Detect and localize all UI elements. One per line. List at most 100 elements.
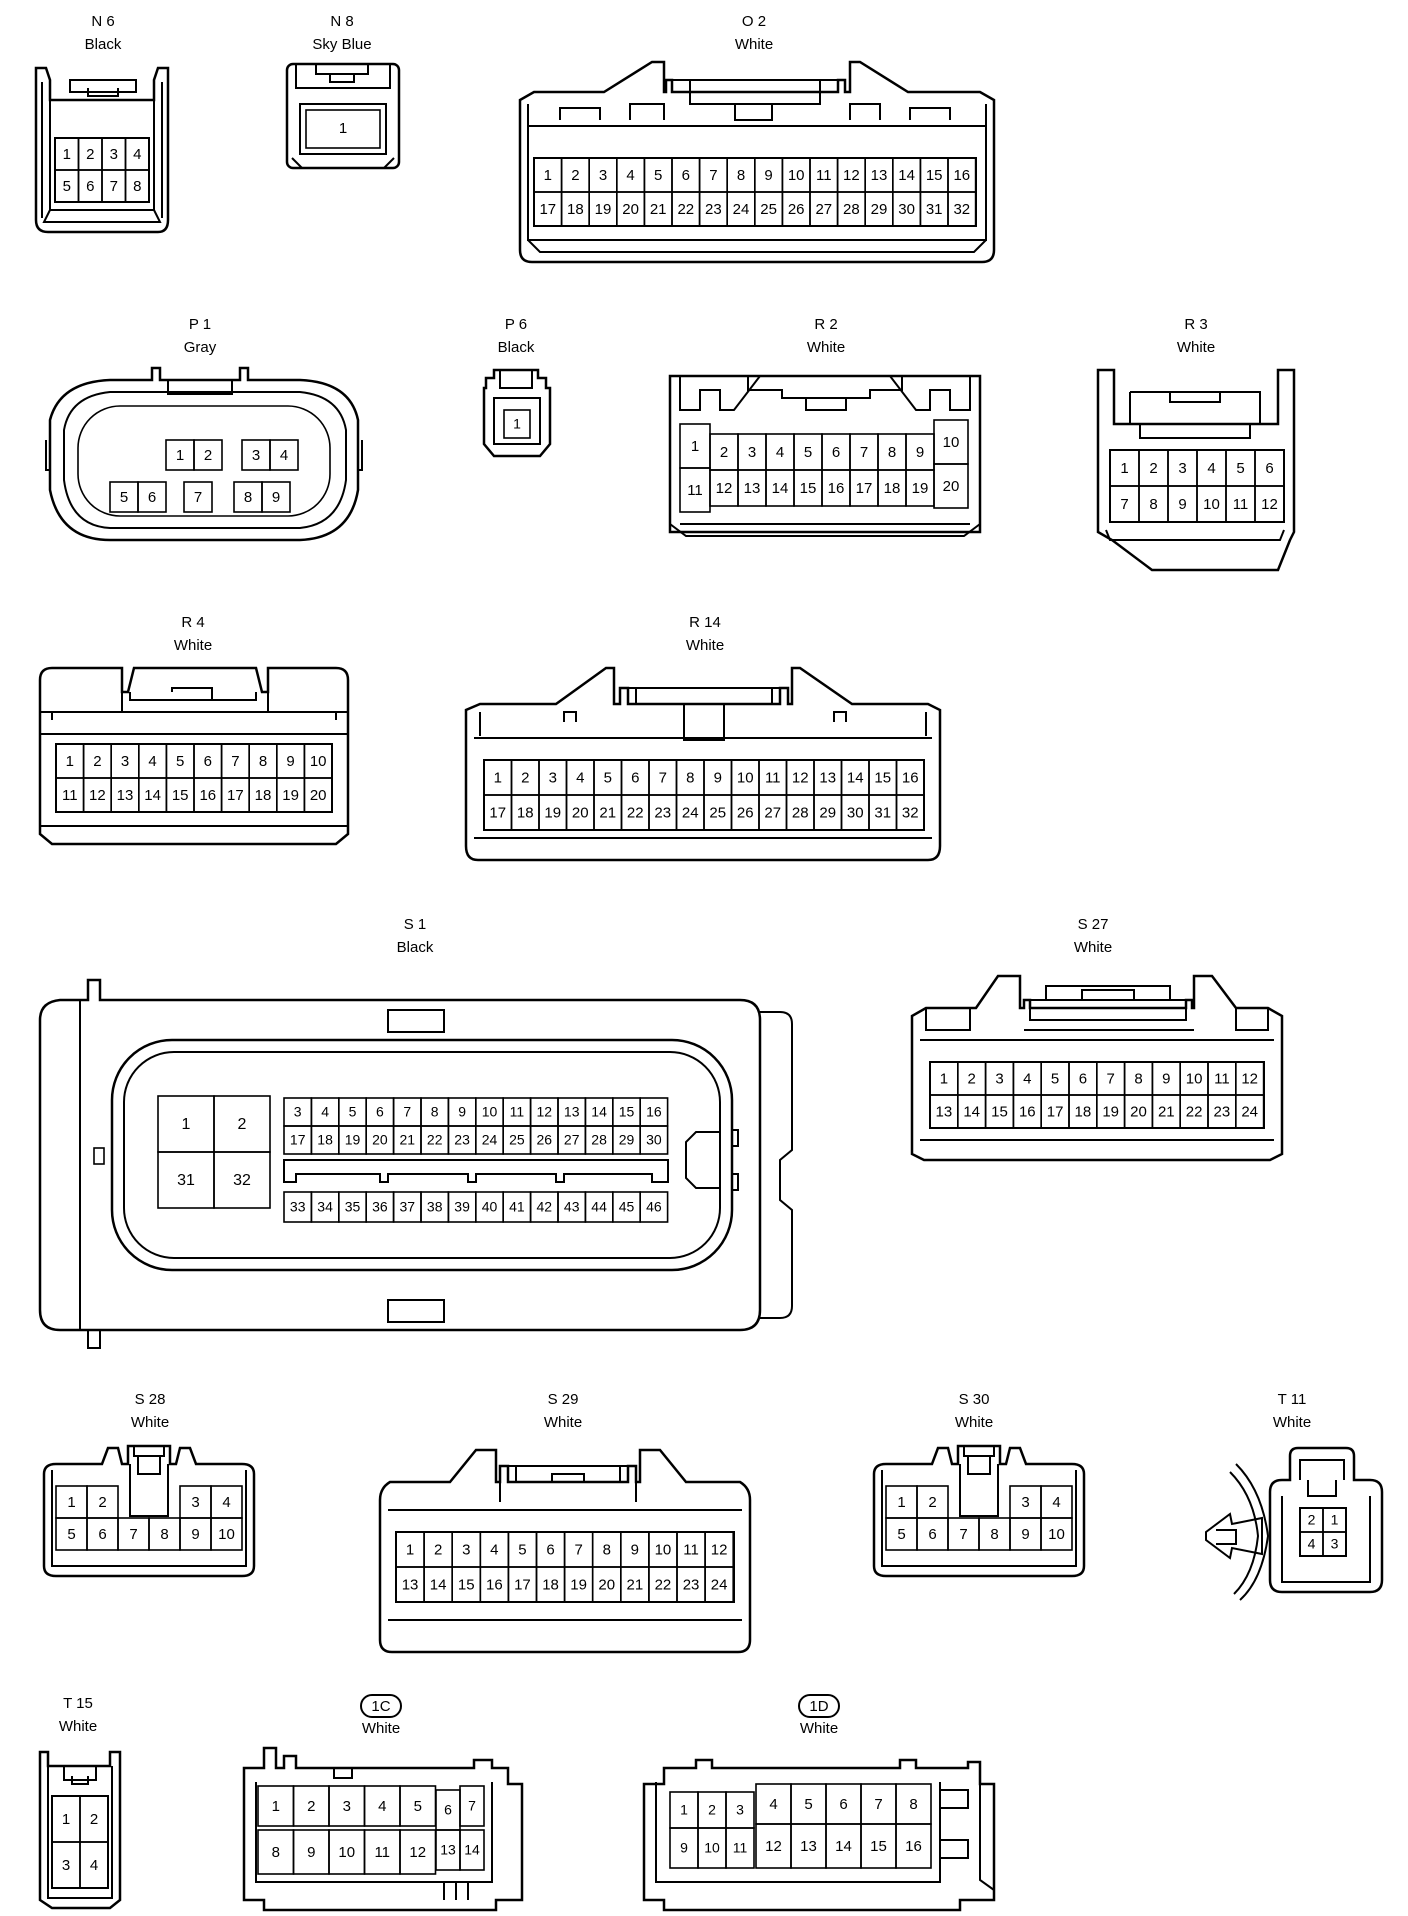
pin-cell: 18: [535, 1566, 566, 1603]
pin-cell: 23: [676, 1566, 706, 1603]
pin-number: 21: [1158, 1103, 1175, 1120]
pin-cell: 7: [648, 759, 678, 796]
pin-number: 45: [619, 1199, 635, 1215]
pin-number: 12: [1241, 1070, 1258, 1087]
connector-code: N 8: [330, 13, 353, 30]
pin-number: 42: [537, 1199, 553, 1215]
pin-cell: 6: [671, 157, 701, 193]
pin-number: 4: [133, 146, 141, 163]
pin-cell: 5: [1040, 1061, 1070, 1096]
pin-number: 17: [290, 1132, 306, 1148]
pin-number: 17: [514, 1576, 531, 1593]
pin-number: 4: [148, 753, 156, 770]
pin-number: 7: [709, 167, 717, 184]
connector-code: 1D: [809, 1698, 828, 1715]
pin-number: 7: [860, 444, 868, 461]
pin-number: 14: [963, 1103, 980, 1120]
pin-number: 40: [482, 1199, 498, 1215]
pin-number: 8: [888, 444, 896, 461]
pin-number: 27: [764, 804, 781, 821]
pin-cell: 3: [1322, 1531, 1347, 1557]
pin-number: 5: [1051, 1070, 1059, 1087]
pin-number: 6: [546, 1541, 554, 1558]
pin-cell: 8: [877, 433, 907, 471]
pin-number: 24: [1241, 1103, 1258, 1120]
pin-cell: 2: [560, 157, 590, 193]
pin-number: 2: [968, 1070, 976, 1087]
pin-cell: 5: [55, 1517, 88, 1551]
pin-number: 3: [1021, 1494, 1029, 1511]
pin-cell: 10: [730, 759, 760, 796]
pin-number: 14: [430, 1576, 447, 1593]
pin-cell: 2: [82, 743, 112, 779]
pin-cell: 3: [110, 743, 140, 779]
pin-cell: 4: [1299, 1531, 1324, 1557]
pin-number: 10: [655, 1541, 672, 1558]
pin-number: 19: [544, 804, 561, 821]
pin-number: 27: [564, 1132, 580, 1148]
pin-number: 8: [603, 1541, 611, 1558]
pin-cell: 2: [916, 1485, 949, 1519]
pin-number: 2: [204, 447, 212, 464]
pin-number: 8: [272, 1844, 280, 1861]
pin-cell: 18: [1068, 1094, 1098, 1129]
connector-color: White: [131, 1414, 169, 1431]
pin-number: 22: [677, 201, 694, 218]
pin-number: 4: [626, 167, 634, 184]
pin-cell: 26: [529, 1125, 559, 1155]
pin-cell: 5: [1225, 449, 1256, 487]
pin-number: 9: [307, 1844, 315, 1861]
pin-cell: 24: [474, 1125, 504, 1155]
pin-cell: 19: [588, 191, 618, 227]
pin-number: 24: [482, 1132, 498, 1148]
pin-number: 12: [89, 787, 106, 804]
pin-number: 23: [654, 804, 671, 821]
pin-number: 8: [990, 1526, 998, 1543]
pin-cell: 3: [283, 1097, 313, 1127]
pin-number: 7: [231, 753, 239, 770]
pin-number: 3: [748, 444, 756, 461]
pin-cell: 7: [849, 433, 879, 471]
pin-number: 16: [902, 769, 919, 786]
pin-cell: 7: [947, 1517, 980, 1551]
pin-cell: 4: [1196, 449, 1227, 487]
pin-number: 1: [62, 1811, 70, 1828]
pin-cell: 30: [840, 794, 870, 831]
pin-cell: 8: [591, 1531, 622, 1568]
connector-color: White: [1177, 339, 1215, 356]
pin-number: 31: [874, 804, 891, 821]
connector-code: 1C: [371, 1698, 390, 1715]
pin-number: 10: [338, 1844, 355, 1861]
pin-cell: 1: [533, 157, 563, 193]
pin-number: 5: [176, 753, 184, 770]
connector-color: Black: [397, 939, 434, 956]
pin-cell: 17: [507, 1566, 538, 1603]
pin-number: 30: [847, 804, 864, 821]
pin-number: 6: [98, 1526, 106, 1543]
pin-number: 22: [655, 1576, 672, 1593]
pin-number: 6: [204, 753, 212, 770]
pin-number: 20: [1130, 1103, 1147, 1120]
pin-cell: 2: [1299, 1507, 1324, 1533]
pin-number: 4: [1308, 1536, 1316, 1552]
pin-cell: 13: [395, 1566, 425, 1603]
pin-number: 32: [233, 1172, 251, 1189]
pin-number: 13: [819, 769, 836, 786]
pin-number: 4: [90, 1857, 98, 1874]
pin-cell: 18: [877, 469, 907, 507]
pin-number: 41: [509, 1199, 525, 1215]
pin-number: 4: [1207, 460, 1215, 477]
pin-cell: 23: [648, 794, 678, 831]
pin-number: 3: [1331, 1536, 1339, 1552]
pin-number: 9: [631, 1541, 639, 1558]
pin-cell: 16: [895, 759, 925, 796]
pin-cell: 12: [399, 1829, 437, 1875]
pin-cell: 19: [1096, 1094, 1126, 1129]
pin-number: 14: [835, 1838, 852, 1855]
